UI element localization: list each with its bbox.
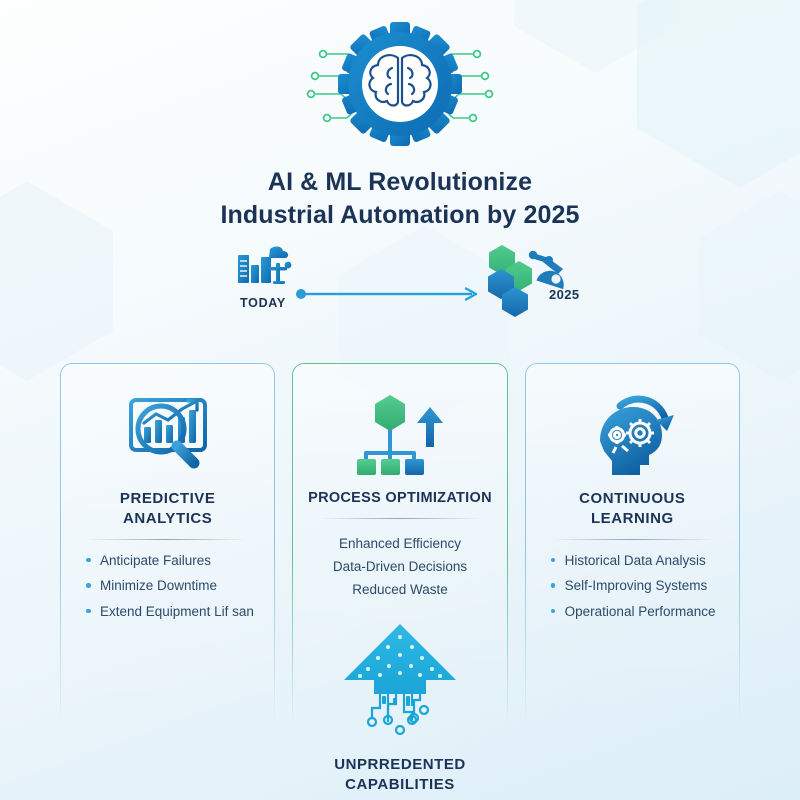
list-item: Operational Performance xyxy=(550,604,740,620)
card-divider xyxy=(552,538,712,540)
hierarchy-hexagon-icon xyxy=(292,385,507,483)
bottom-section: UNPRREDENTED CAPABILITIES xyxy=(0,622,800,795)
card-divider xyxy=(320,517,480,519)
bottom-caption-line-1: UNPRREDENTED xyxy=(334,756,466,773)
hexagon-robot-arm-icon xyxy=(488,245,564,317)
card-title-line-1: PROCESS OPTIMIZATION xyxy=(308,490,492,506)
list-item: Minimize Downtime xyxy=(86,578,275,594)
list-item: Extend Equipment Lif san xyxy=(86,604,275,620)
timeline-start-label: TODAY xyxy=(240,296,286,310)
timeline-end-label: 2025 xyxy=(549,287,580,302)
head-gears-refresh-icon xyxy=(525,385,740,483)
card-title: PREDICTIVE ANALYTICS xyxy=(60,489,275,530)
right-arrow-icon xyxy=(296,287,478,301)
timeline-end: 2025 xyxy=(487,243,597,322)
timeline-start: TODAY xyxy=(222,243,304,310)
circuit-up-arrow-icon xyxy=(344,624,456,736)
card-title-line-1: PREDICTIVE xyxy=(119,490,216,507)
list-item: Data-Driven Decisions xyxy=(332,558,468,574)
title-line-2: Industrial Automation by 2025 xyxy=(220,201,580,230)
timeline: TODAY xyxy=(0,243,800,323)
card-bullet-list: Anticipate Failures Minimize Downtime Ex… xyxy=(60,553,275,620)
list-item: Historical Data Analysis xyxy=(550,553,740,569)
list-item: Enhanced Efficiency xyxy=(338,535,462,551)
card-title-line-2: LEARNING xyxy=(590,510,674,528)
card-bullet-list: Historical Data Analysis Self-Improving … xyxy=(525,553,740,620)
factory-icon xyxy=(238,246,292,284)
card-border xyxy=(60,363,276,728)
timeline-arrow xyxy=(296,287,484,301)
card-border xyxy=(524,363,740,728)
bottom-caption: UNPRREDENTED CAPABILITIES xyxy=(0,755,800,795)
card-title: CONTINUOUS LEARNING xyxy=(525,489,740,530)
list-item: Self-Improving Systems xyxy=(550,578,740,594)
card-title-line-2: ANALYTICS xyxy=(122,510,213,528)
page-title: AI & ML Revolutionize Industrial Automat… xyxy=(0,166,800,233)
list-item: Anticipate Failures xyxy=(86,553,275,569)
card-continuous-learning[interactable]: CONTINUOUS LEARNING Historical Data Anal… xyxy=(524,363,740,728)
card-divider xyxy=(88,538,248,540)
chart-magnifier-icon xyxy=(60,385,275,483)
gear-brain-circuit-icon xyxy=(305,18,495,155)
card-title: PROCESS OPTIMIZATION xyxy=(292,489,507,509)
bottom-caption-line-2: CAPABILITIES xyxy=(345,775,455,793)
card-predictive-analytics[interactable]: PREDICTIVE ANALYTICS Anticipate Failures… xyxy=(60,363,276,728)
card-border xyxy=(292,363,508,728)
card-title-line-1: CONTINUOUS xyxy=(579,490,686,507)
card-text-list: Enhanced Efficiency Data-Driven Decision… xyxy=(292,532,507,602)
title-line-1: AI & ML Revolutionize xyxy=(267,168,533,196)
list-item: Reduced Waste xyxy=(352,582,448,597)
